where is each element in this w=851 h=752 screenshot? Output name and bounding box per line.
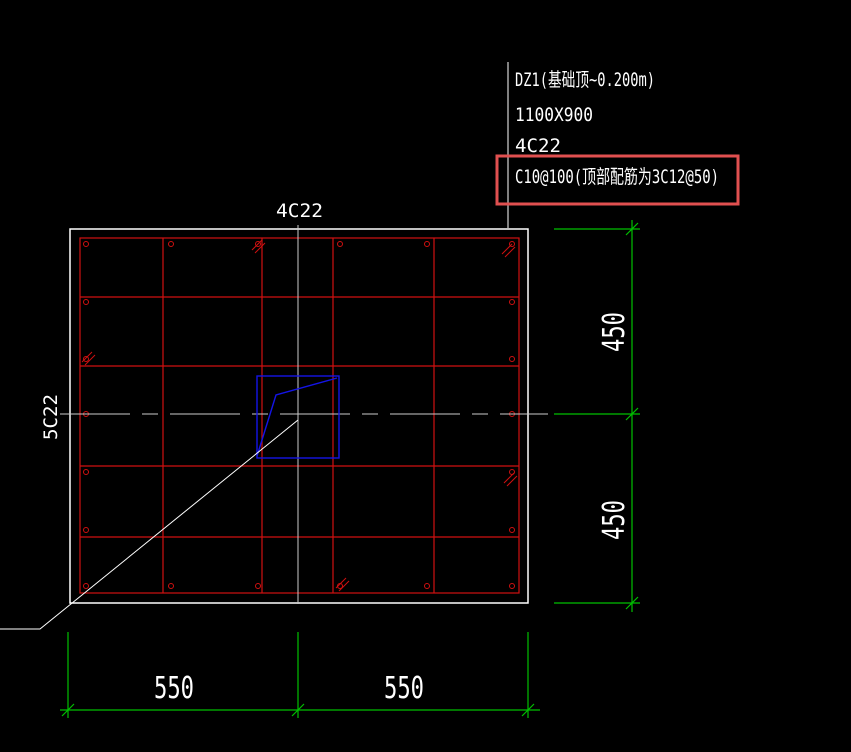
dimension-right-top: 450	[597, 312, 632, 352]
annotation-title: DZ1(基础顶~0.200m)	[515, 69, 655, 91]
dimension-bottom-right: 550	[384, 671, 424, 706]
hook-mark	[81, 351, 93, 363]
rebar-dot	[255, 583, 261, 589]
column-marker	[256, 377, 338, 457]
rebar-dot	[83, 527, 89, 533]
column-outline	[69, 228, 529, 604]
rebar-grid	[79, 237, 520, 594]
rebar-dots	[83, 241, 515, 589]
dimension-right-bottom: 450	[597, 500, 632, 540]
bottom-dimension	[60, 632, 540, 718]
top-rebar-label: 4C22	[276, 200, 323, 222]
rebar-dot	[83, 299, 89, 305]
rebar-dot	[337, 241, 343, 247]
hook-mark	[251, 239, 263, 251]
rebar-dot	[83, 241, 89, 247]
dim-tick	[521, 703, 535, 717]
highlight-box	[495, 154, 740, 206]
stirrup-outer	[79, 237, 520, 594]
rebar-dot	[255, 241, 261, 247]
rebar-dot	[509, 527, 515, 533]
hook-mark	[84, 354, 96, 366]
dim-tick	[291, 703, 305, 717]
dim-tick	[625, 222, 639, 236]
stirrup-hooks	[81, 239, 518, 592]
annotation-main-rebar: 4C22	[515, 135, 561, 157]
hook-mark	[338, 580, 350, 592]
rebar-dot	[424, 241, 430, 247]
dim-tick	[625, 596, 639, 610]
side-rebar-label: 5C22	[40, 394, 62, 440]
rebar-dot	[83, 469, 89, 475]
rebar-dot	[509, 241, 515, 247]
rebar-dot	[168, 583, 174, 589]
rebar-dot	[168, 241, 174, 247]
hook-mark	[501, 243, 513, 255]
rebar-dot	[509, 583, 515, 589]
dimension-bottom-left: 550	[154, 671, 194, 706]
annotation-size: 1100X900	[515, 104, 593, 126]
hook-mark	[335, 577, 347, 589]
annotation-stirrup: C10@100(顶部配筋为3C12@50)	[515, 166, 719, 188]
rebar-dot	[424, 583, 430, 589]
hook-mark	[506, 475, 518, 487]
rebar-dot	[509, 299, 515, 305]
right-dimension	[554, 220, 640, 612]
dim-tick	[625, 407, 639, 421]
dim-tick	[61, 703, 75, 717]
hook-mark	[504, 246, 516, 258]
column-section	[256, 375, 340, 459]
hook-mark	[503, 472, 515, 484]
rebar-dot	[83, 583, 89, 589]
rebar-dot	[509, 356, 515, 362]
hook-mark	[254, 242, 266, 254]
rebar-dot	[83, 356, 89, 362]
section-leader-line	[0, 419, 299, 630]
